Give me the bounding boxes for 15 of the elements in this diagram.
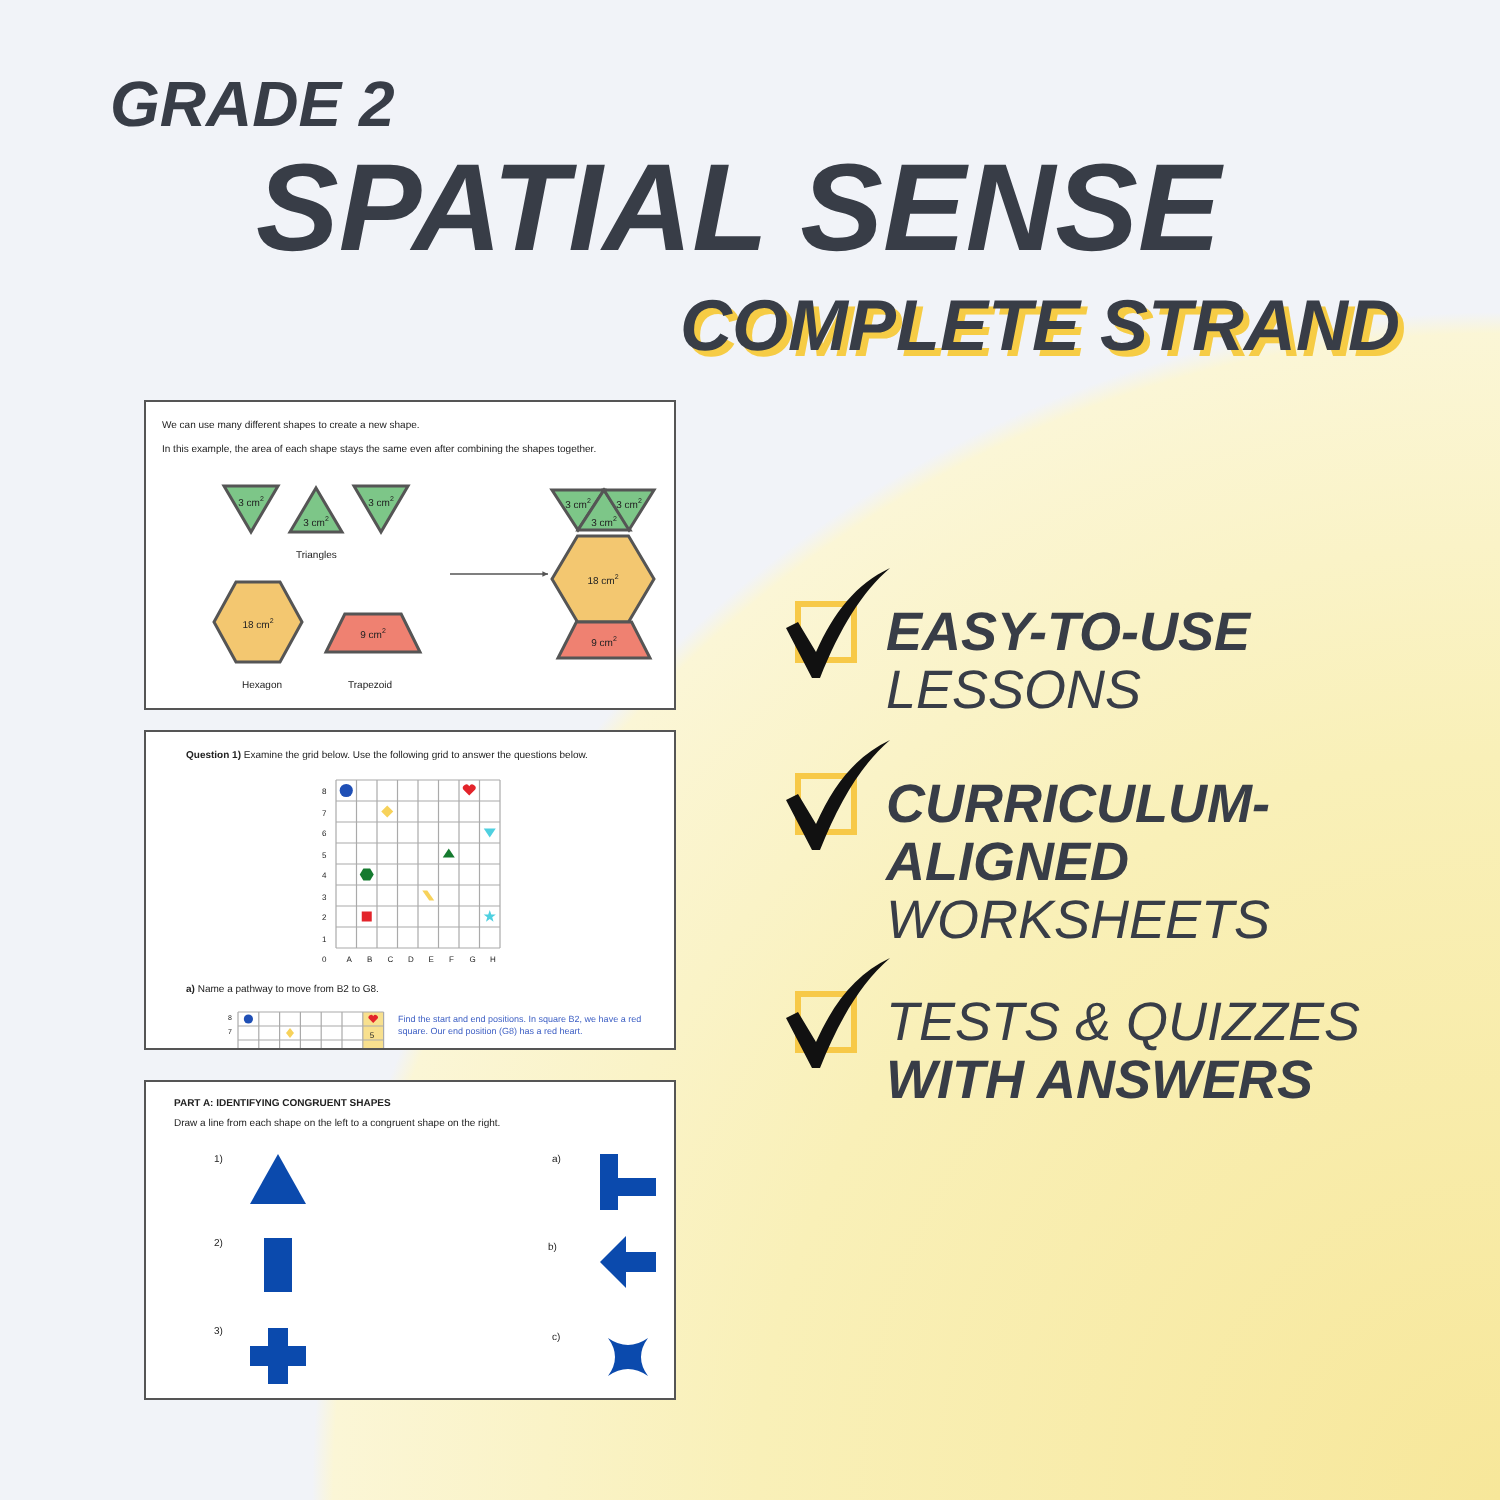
subtitle: COMPLETE STRAND bbox=[680, 290, 1400, 362]
triangle-shape bbox=[604, 490, 654, 530]
feature-text: EASY-TO-USE LESSONS bbox=[886, 604, 1254, 721]
feature-text: TESTS & QUIZZES WITH ANSWERS bbox=[886, 994, 1363, 1111]
trapezoid-shape bbox=[326, 614, 420, 652]
hexagon-shape bbox=[214, 582, 302, 662]
hexagon-shape bbox=[552, 536, 654, 622]
composite-shape bbox=[552, 488, 654, 658]
arrow bbox=[449, 571, 549, 577]
grade-heading: GRADE 2 bbox=[110, 72, 395, 136]
triangle-shape bbox=[354, 486, 408, 532]
feature-text: CURRICULUM-ALIGNED WORKSHEETS bbox=[886, 776, 1273, 951]
triangle-shape bbox=[224, 486, 278, 532]
triangle-shape bbox=[290, 488, 342, 532]
title: SPATIAL SENSE bbox=[256, 148, 1221, 272]
